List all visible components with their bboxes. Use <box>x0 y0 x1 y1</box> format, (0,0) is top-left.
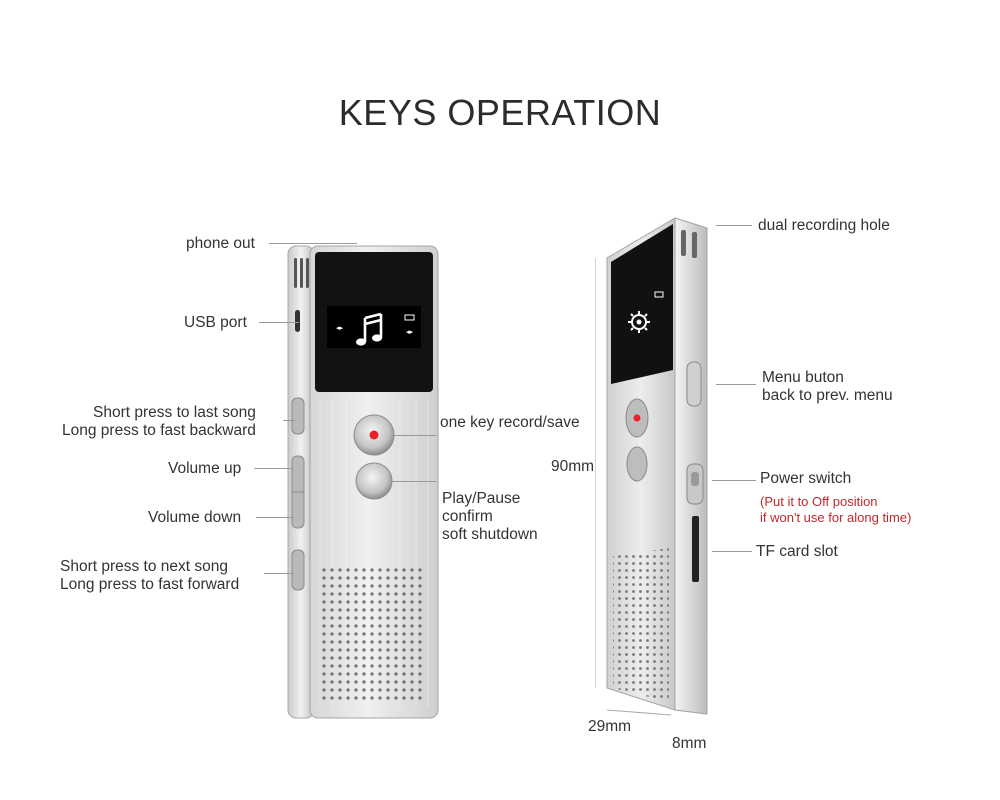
label-power-note-line1: (Put it to Off position <box>760 494 878 509</box>
dimension-depth: 8mm <box>672 735 707 752</box>
label-power-note: (Put it to Off position if won't use for… <box>760 494 911 526</box>
record-dot-icon <box>633 414 641 422</box>
record-dot-icon <box>369 430 379 440</box>
leader-line <box>392 481 436 482</box>
label-phone-out: phone out <box>186 235 255 252</box>
label-menu-line2: back to prev. menu <box>762 387 893 404</box>
label-volume-down: Volume down <box>148 509 242 526</box>
leader-line <box>716 225 752 226</box>
front-device: ◂▸ ◂▸ <box>287 245 439 719</box>
leader-line <box>259 322 299 323</box>
label-next-song: Short press to next song Long press to f… <box>60 558 239 594</box>
label-menu-line1: Menu buton <box>762 369 844 386</box>
label-dual-hole: dual recording hole <box>758 217 890 234</box>
leader-line <box>712 480 756 481</box>
label-power-note-line2: if won't use for along time) <box>760 510 912 525</box>
leader-line <box>256 517 294 518</box>
menu-button <box>686 361 702 407</box>
leader-line <box>712 551 752 552</box>
gear-icon <box>628 311 650 333</box>
label-play-line2: confirm <box>442 508 493 525</box>
tf-card-slot <box>692 516 699 582</box>
leader-line <box>254 468 294 469</box>
label-record: one key record/save <box>440 414 580 431</box>
svg-text:◂▸: ◂▸ <box>406 329 414 336</box>
label-play-line3: soft shutdown <box>442 526 538 543</box>
label-last-song: Short press to last song Long press to f… <box>62 404 256 440</box>
dimension-width: 29mm <box>588 718 632 735</box>
label-last-song-line2: Long press to fast backward <box>62 422 256 439</box>
label-last-song-line1: Short press to last song <box>93 404 256 421</box>
leader-line <box>264 573 294 574</box>
leader-line <box>283 420 295 421</box>
leader-line <box>716 384 756 385</box>
page-title: KEYS OPERATION <box>338 92 662 133</box>
label-play-line1: Play/Pause <box>442 490 521 507</box>
label-play: Play/Pause confirm soft shutdown <box>442 490 538 544</box>
label-next-song-line1: Short press to next song <box>60 558 229 575</box>
label-tf-slot: TF card slot <box>756 543 838 560</box>
play-button <box>355 462 393 500</box>
leader-line <box>269 243 357 244</box>
label-power-switch: Power switch <box>760 470 852 487</box>
speaker-grille <box>322 564 426 704</box>
play-button <box>626 446 648 482</box>
label-menu: Menu buton back to prev. menu <box>762 369 893 405</box>
svg-text:◂▸: ◂▸ <box>336 325 344 332</box>
music-note-icon <box>356 312 383 346</box>
leader-line <box>392 435 436 436</box>
label-next-song-line2: Long press to fast forward <box>60 576 240 593</box>
label-usb-port: USB port <box>184 314 247 331</box>
side-device <box>595 217 708 716</box>
label-volume-up: Volume up <box>168 460 242 477</box>
dimension-height: 90mm <box>551 458 595 475</box>
